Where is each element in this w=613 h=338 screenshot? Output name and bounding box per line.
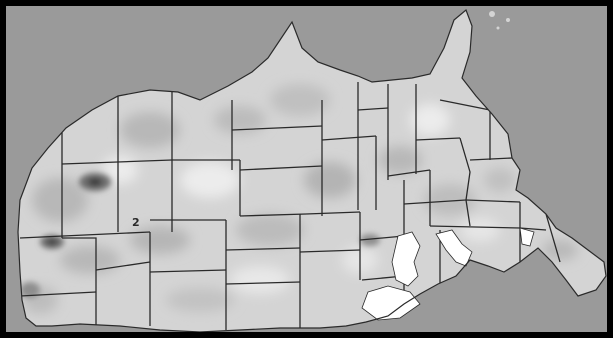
landmass: 2 xyxy=(17,8,607,333)
inland-water-bodies xyxy=(361,227,535,321)
islands xyxy=(489,11,510,30)
shading-layer xyxy=(20,84,578,314)
coastline xyxy=(17,8,607,333)
map-glyph-label: 2 xyxy=(132,216,140,229)
